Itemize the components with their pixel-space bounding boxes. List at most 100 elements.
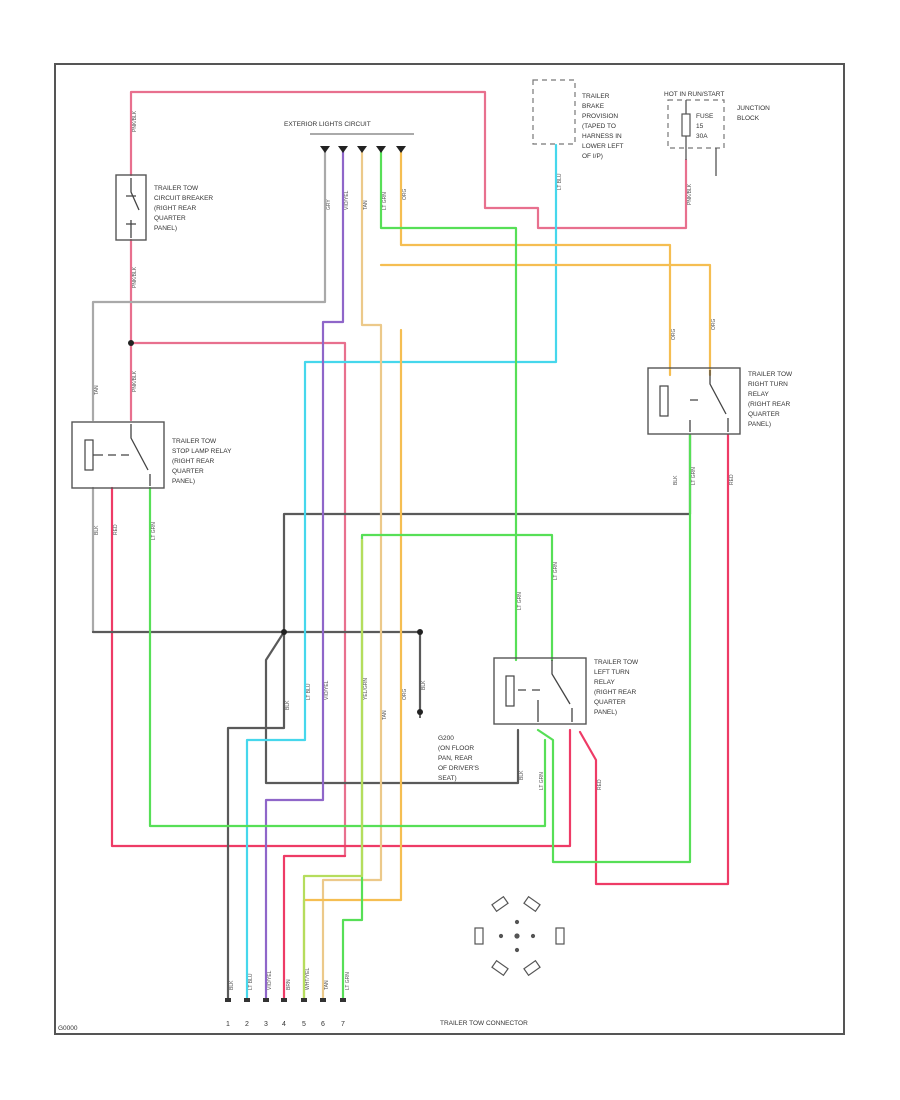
terminal-tan bbox=[357, 146, 367, 153]
circuit-breaker-label: TRAILER TOW CIRCUIT BREAKER (RIGHT REAR … bbox=[154, 185, 215, 232]
right-turn-relay-coil bbox=[659, 385, 669, 417]
wire-lightblue-brake bbox=[245, 143, 558, 1002]
connector-terminal-5 bbox=[301, 998, 307, 1002]
wire-purple bbox=[264, 148, 345, 1002]
left-turn-relay-switch bbox=[518, 660, 573, 722]
circuit-breaker-line-5: PANEL) bbox=[154, 225, 177, 232]
left-turn-relay-coil bbox=[505, 675, 515, 707]
stop-relay-line-2: STOP LAMP RELAY bbox=[172, 448, 232, 455]
circuit-breaker-line-1: TRAILER TOW bbox=[154, 185, 199, 192]
connector-pin-5: 5 bbox=[302, 1021, 306, 1028]
connector-face-slot-top-left bbox=[491, 895, 509, 913]
stop-relay-line-4: QUARTER bbox=[172, 468, 204, 475]
right-turn-relay-box bbox=[647, 367, 741, 435]
connector-pin-2: 2 bbox=[245, 1021, 249, 1028]
wire-tan-upper bbox=[321, 148, 383, 1002]
stop-relay-line-3: (RIGHT REAR bbox=[172, 458, 214, 465]
wire-label-pink-relay: PNK/BLK bbox=[132, 370, 138, 392]
wire-label-green-right: LT GRN bbox=[691, 467, 697, 485]
wire-yellowgreen bbox=[302, 538, 364, 1002]
connector-pin-numbers: 1 2 3 4 5 6 7 bbox=[226, 1021, 345, 1028]
wire-label-purple-top: VIO/YEL bbox=[344, 190, 350, 210]
trailer-brake-provision: TRAILER BRAKE PROVISION (TAPED TO HARNES… bbox=[532, 79, 624, 160]
wires bbox=[91, 90, 730, 1002]
ground-line-4: OF DRIVER'S bbox=[438, 765, 480, 772]
terminal-gray bbox=[320, 146, 330, 153]
left-turn-relay-line-3: RELAY bbox=[594, 679, 615, 686]
fuse-label: FUSE bbox=[696, 113, 714, 120]
brake-provision-line-2: BRAKE bbox=[582, 103, 605, 110]
wire-pink-branch bbox=[129, 341, 347, 858]
wire-orange-right-turn bbox=[399, 148, 672, 377]
wire-label-red-stop: RED bbox=[113, 524, 119, 535]
wire-label-black-g200: BLK bbox=[285, 700, 291, 710]
ground-g200: G200 (ON FLOOR PAN, REAR OF DRIVER'S SEA… bbox=[417, 709, 481, 782]
connector-face-slot-left bbox=[474, 927, 484, 945]
fuse-rating: 30A bbox=[696, 133, 708, 140]
brake-provision-line-4: (TAPED TO bbox=[582, 123, 616, 130]
connector-terminal-7 bbox=[340, 998, 346, 1002]
wire-orange-to-pin5 bbox=[302, 328, 403, 1002]
wire-label-yellowgreen-mid: YEL/GRN bbox=[363, 678, 369, 700]
exterior-lights-terminals bbox=[320, 146, 406, 153]
wire-label-pin5: WHT/YEL bbox=[305, 968, 311, 990]
right-turn-relay-switch bbox=[689, 370, 729, 432]
wire-label-tan-stop: TAN bbox=[94, 385, 100, 395]
connector-pin-6: 6 bbox=[321, 1021, 325, 1028]
junction-block-box bbox=[667, 99, 725, 149]
stop-relay-line-5: PANEL) bbox=[172, 478, 195, 485]
ground-line-5: SEAT) bbox=[438, 775, 457, 782]
right-turn-relay-line-6: PANEL) bbox=[748, 421, 771, 428]
wire-label-orange-right2: ORG bbox=[711, 319, 717, 331]
wire-label-tan-mid: TAN bbox=[382, 710, 388, 720]
wire-label-red-left: RED bbox=[597, 779, 603, 790]
wire-red-right-turn bbox=[578, 433, 730, 886]
right-turn-relay-line-5: QUARTER bbox=[748, 411, 780, 418]
fuse-number: 15 bbox=[696, 123, 704, 130]
connector-terminal-2 bbox=[244, 998, 250, 1002]
wire-label-lightblue-mid: LT BLU bbox=[306, 683, 312, 700]
ground-label: G200 (ON FLOOR PAN, REAR OF DRIVER'S SEA… bbox=[438, 735, 481, 782]
connector-face-pin-c bbox=[514, 919, 520, 925]
wire-label-orange-top: ORG bbox=[402, 189, 408, 201]
junction-block-name-2: BLOCK bbox=[737, 115, 760, 122]
wire-label-orange-mid: ORG bbox=[402, 689, 408, 701]
circuit-breaker-box bbox=[115, 174, 147, 241]
stop-relay-label: TRAILER TOW STOP LAMP RELAY (RIGHT REAR … bbox=[172, 438, 233, 485]
right-turn-relay: TRAILER TOW RIGHT TURN RELAY (RIGHT REAR… bbox=[647, 367, 793, 435]
left-turn-relay-box bbox=[493, 657, 587, 725]
left-turn-relay-line-2: LEFT TURN bbox=[594, 669, 630, 676]
wire-label-pink-breaker: PNK/BLK bbox=[132, 266, 138, 288]
brake-provision-line-3: PROVISION bbox=[582, 113, 618, 120]
splice-black-ground bbox=[281, 629, 287, 635]
wire-label-tan-top: TAN bbox=[363, 200, 369, 210]
connector-face-slot-bottom-left bbox=[491, 959, 509, 977]
left-turn-relay-line-4: (RIGHT REAR bbox=[594, 689, 636, 696]
connector-face-pin-a bbox=[498, 933, 504, 939]
wire-label-orange-right: ORG bbox=[671, 329, 677, 341]
wire-label-lightblue-top: LT BLU bbox=[557, 173, 563, 190]
connector-face-center-pin bbox=[514, 933, 520, 939]
right-turn-relay-line-3: RELAY bbox=[748, 391, 769, 398]
wire-label-black-left: BLK bbox=[519, 770, 525, 780]
wire-label-red-right: RED bbox=[729, 474, 735, 485]
brake-provision-line-6: LOWER LEFT bbox=[582, 143, 624, 150]
wire-orange-right-turn-2 bbox=[379, 263, 712, 377]
trailer-tow-connector: 1 2 3 4 5 6 7 TRAILER TOW CONNECTOR bbox=[225, 895, 565, 1028]
wire-black-to-pin1 bbox=[226, 630, 286, 1002]
wire-label-pin2: LT BLU bbox=[248, 973, 254, 990]
wire-label-green-left-top2: LT GRN bbox=[553, 562, 559, 580]
connector-terminal-6 bbox=[320, 998, 326, 1002]
connector-face-slot-right bbox=[555, 927, 565, 945]
wire-label-green-top: LT GRN bbox=[382, 192, 388, 210]
circuit-breaker-symbol bbox=[126, 178, 140, 238]
wire-green-stop-relay bbox=[148, 486, 547, 828]
wire-gray-tail bbox=[91, 148, 327, 422]
ground-line-2: (ON FLOOR bbox=[438, 745, 474, 752]
wire-label-purple-mid: VIO/YEL bbox=[324, 680, 330, 700]
splice-pink-upper bbox=[128, 340, 134, 346]
brake-provision-line-5: HARNESS IN bbox=[582, 133, 622, 140]
exterior-lights-circuit: EXTERIOR LIGHTS CIRCUIT bbox=[284, 121, 414, 153]
wire-label-green-left: LT GRN bbox=[539, 772, 545, 790]
connector-pin-3: 3 bbox=[264, 1021, 268, 1028]
